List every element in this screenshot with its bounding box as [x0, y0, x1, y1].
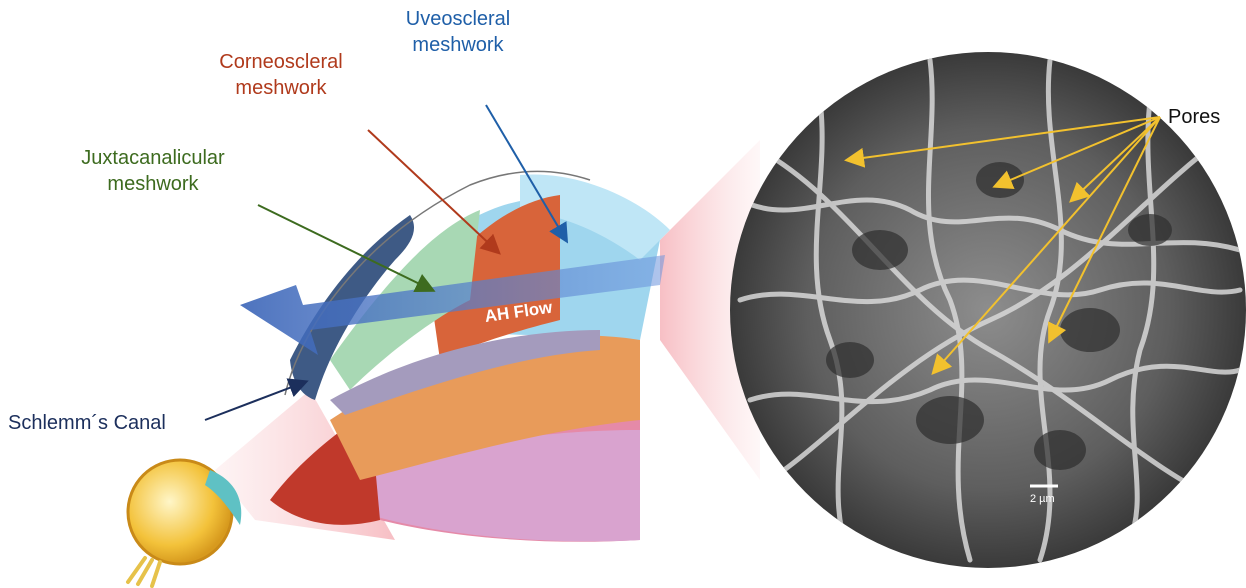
juxtacanalicular-label: Juxtacanalicular meshwork	[58, 145, 248, 197]
scale-bar-label: 2 µm	[1030, 493, 1055, 505]
corneoscleral-label: Corneoscleral meshwork	[196, 49, 366, 101]
uveoscleral-label: Uveoscleral meshwork	[378, 6, 538, 58]
schlemm-canal-label: Schlemm´s Canal	[8, 410, 198, 436]
eye-icon	[128, 460, 241, 586]
pores-label: Pores	[1168, 104, 1244, 130]
